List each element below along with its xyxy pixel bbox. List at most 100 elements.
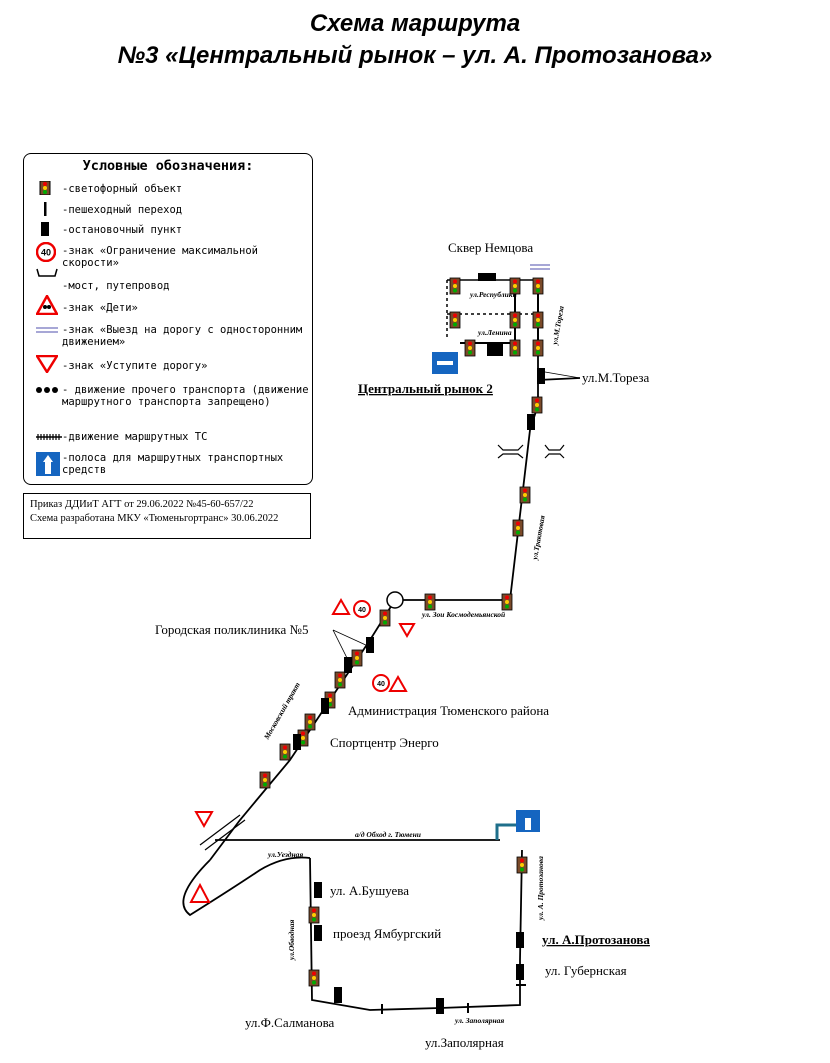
- street-obhod: а/д Обход г. Тюмени: [355, 830, 421, 839]
- children-sign-icon: [36, 295, 58, 315]
- pointer-lines: [332, 371, 581, 665]
- legend-item-traffic-light: -светофорный объект: [62, 183, 183, 195]
- traffic-light-icon: [351, 649, 363, 667]
- children-sign-icon: [331, 597, 351, 615]
- children-sign-icon: [388, 674, 408, 692]
- stop-icon: [366, 637, 374, 653]
- traffic-light-icon: [279, 743, 291, 761]
- yield-sign-icon: [398, 623, 416, 638]
- stop-label-zapolyarnaya: ул.Заполярная: [425, 1035, 504, 1050]
- scheme-title: Схема маршрута: [309, 10, 521, 37]
- traffic-light-icon: [532, 311, 544, 329]
- traffic-light-icon: [516, 856, 528, 874]
- traffic-light-icon: [532, 339, 544, 357]
- route-traffic-icon: [36, 434, 62, 440]
- stop-icon: [314, 882, 322, 898]
- street-obvodnaya: ул.Обводная: [287, 919, 296, 961]
- stops: [293, 273, 545, 1014]
- traffic-light-icon: [379, 609, 391, 627]
- yield-sign-icon: [189, 882, 211, 903]
- traffic-light-icon: [509, 339, 521, 357]
- stop-label-central: Центральный рынок 2: [358, 381, 493, 396]
- traffic-light-icon: [308, 969, 320, 987]
- legend-item-other-traffic: - движение прочего транспорта (движение …: [62, 384, 309, 408]
- street-mtoreza: ул.М.Тореза: [550, 305, 566, 346]
- stop-icon: [516, 964, 524, 980]
- stop-label-gubernskaya: ул. Губернская: [545, 963, 627, 978]
- stop-icon: [487, 343, 503, 356]
- stop-icon: [321, 698, 329, 714]
- legend-box: Условные обозначения: -светофорный объек…: [23, 153, 313, 485]
- stop-icon: [537, 368, 545, 384]
- street-zapolyarnaya: ул. Заполярная: [454, 1016, 504, 1025]
- order-line-1: Приказ ДДИиТ АГТ от 29.06.2022 №45-60-65…: [30, 499, 254, 510]
- stop-icon: [436, 998, 444, 1014]
- street-lenina: ул.Ленина: [477, 328, 512, 337]
- traffic-light-icon: [509, 311, 521, 329]
- street-uezdnaya: ул.Уездная: [267, 850, 303, 859]
- crosswalks: [381, 984, 526, 1014]
- stop-icon: [527, 414, 535, 430]
- legend-item-bus-lane: -полоса для маршрутных транспортных сред…: [62, 452, 284, 476]
- stop-label-bushueva: ул. А.Бушуева: [330, 883, 409, 898]
- street-trakt: ул.Трактовая: [530, 514, 547, 561]
- traffic-light-icon: [449, 311, 461, 329]
- one-way-exit-icon: [36, 327, 58, 333]
- stop-icon: [334, 987, 342, 1003]
- bus-lane-icon: [432, 352, 458, 374]
- traffic-light-icon: [424, 593, 436, 611]
- legend-heading: Условные обозначения:: [82, 158, 254, 174]
- traffic-light-icon: [308, 906, 320, 924]
- speed-limit-value: 40: [377, 681, 385, 688]
- other-traffic-icon: [36, 387, 58, 393]
- speed-limit-icon: [353, 600, 371, 618]
- stop-label-protozanova: ул. А.Протозанова: [542, 932, 650, 947]
- stop-label-sport: Спортцентр Энерго: [330, 735, 439, 750]
- stop-label-poly: Городская поликлиника №5: [155, 622, 308, 637]
- legend-item-stop: -остановочный пункт: [62, 224, 183, 236]
- stop-icon: [293, 734, 301, 750]
- one-way-exit-icon: [530, 264, 550, 270]
- street-moskovsky: Московский тракт: [261, 681, 302, 742]
- yield-sign-icon: [194, 811, 214, 829]
- traffic-light-icon: [501, 593, 513, 611]
- legend-item-one-way-exit: -знак «Выезд на дорогу с односторонним д…: [62, 324, 303, 348]
- traffic-light-icon: [39, 181, 51, 195]
- stop-icon: [478, 273, 496, 281]
- stop-label-skver: Сквер Немцова: [448, 240, 533, 255]
- route-title: №3 «Центральный рынок – ул. А. Протозано…: [117, 42, 713, 69]
- legend-item-route-traffic: -движение маршрутных ТС: [62, 431, 208, 443]
- legend-item-speed-limit: -знак «Ограничение максимальной скорости…: [62, 245, 258, 269]
- yield-sign-icon: [36, 355, 58, 373]
- traffic-light-icon: [531, 396, 543, 414]
- stop-icon: [314, 925, 322, 941]
- roundabout: [386, 591, 404, 609]
- traffic-light-icon: [532, 277, 544, 295]
- speed-limit-value: 40: [41, 248, 51, 258]
- legend-item-bridge: -мост, путепровод: [62, 280, 170, 292]
- traffic-light-icon: [304, 713, 316, 731]
- stop-label-toreza: ул.М.Тореза: [582, 370, 650, 385]
- bridge-icon: [36, 268, 58, 277]
- signs: 40 40: [189, 264, 550, 903]
- traffic-light-icon: [519, 486, 531, 504]
- speed-limit-icon: 40: [36, 242, 56, 262]
- crosswalk-icon: [44, 202, 47, 216]
- legend-item-yield: -знак «Уступите дорогу»: [62, 360, 208, 372]
- stop-label-admin: Администрация Тюменского района: [348, 703, 549, 718]
- speed-limit-value: 40: [358, 607, 366, 614]
- traffic-light-icon: [449, 277, 461, 295]
- stop-icon: [516, 932, 524, 948]
- bus-lane-icon: [516, 810, 540, 832]
- traffic-light-icon: [512, 519, 524, 537]
- traffic-light-icon: [259, 771, 271, 789]
- traffic-light-icon: [464, 339, 476, 357]
- speed-limit-icon: [372, 674, 390, 692]
- order-box: Приказ ДДИиТ АГТ от 29.06.2022 №45-60-65…: [23, 493, 311, 539]
- traffic-light-icon: [334, 671, 346, 689]
- legend-item-children: -знак «Дети»: [62, 302, 138, 314]
- stop-icon: [41, 222, 49, 236]
- legend-item-crosswalk: -пешеходный переход: [62, 204, 183, 216]
- order-line-2: Схема разработана МКУ «Тюменьгортранс» 3…: [30, 513, 279, 524]
